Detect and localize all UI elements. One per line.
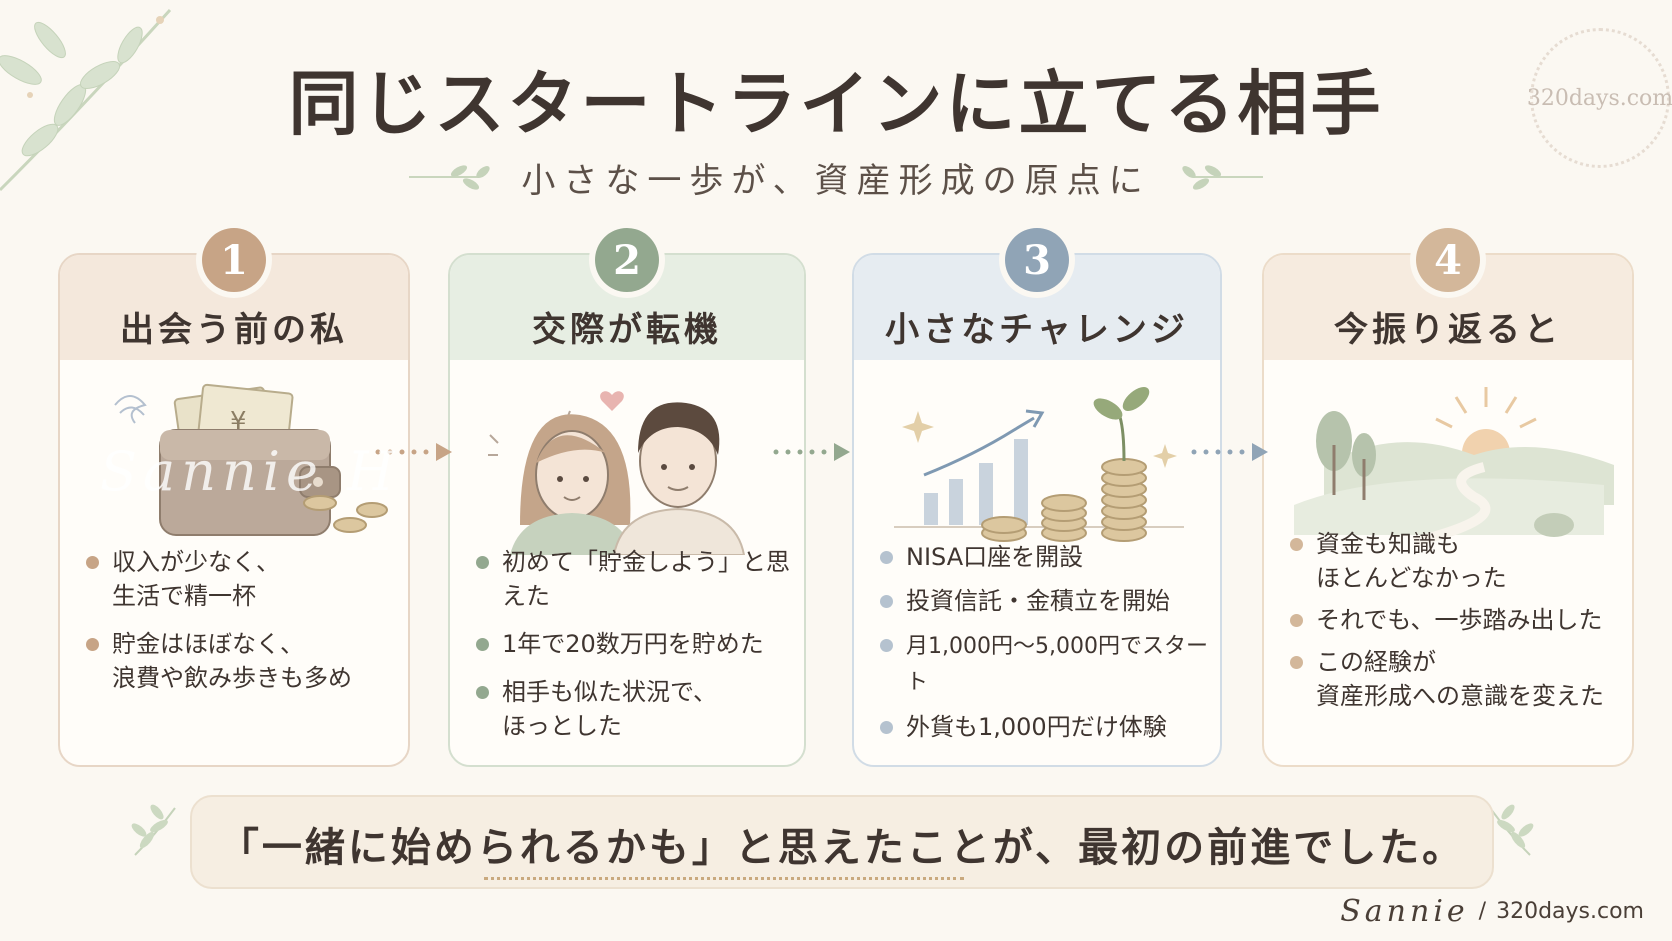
list-item-text: 貯金はほぼなく、 浪費や飲み歩きも多め <box>112 630 352 692</box>
sunrise-path-icon <box>1294 387 1614 547</box>
list-item-text: 月1,000円〜5,000円でスタート <box>906 634 1208 695</box>
bullet-dot <box>1290 656 1303 669</box>
step-card-1: 1 出会う前の私 ¥ 収入が少なく、 生活で精一杯 貯金はほぼなく、 浪費や飲み… <box>58 228 410 767</box>
list-item-text: この経験が 資産形成への意識を変えた <box>1316 648 1604 710</box>
list-item: 貯金はほぼなく、 浪費や飲み歩きも多め <box>86 627 398 695</box>
step-number-badge: 2 <box>595 228 659 292</box>
list-item: この経験が 資産形成への意識を変えた <box>1290 645 1622 713</box>
bullet-dot <box>476 638 489 651</box>
leaf-branch-icon <box>0 8 172 192</box>
bullet-dot <box>476 686 489 699</box>
step-title: 今振り返ると <box>1334 310 1562 350</box>
step-bullet-list: 初めて「貯金しよう」と思えた 1年で20数万円を貯めた 相手も似た状況で、 ほっ… <box>476 545 794 757</box>
list-item: 投資信託・金積立を開始 <box>880 584 1210 618</box>
step-card-header: 2 交際が転機 <box>450 228 804 360</box>
bullet-dot <box>880 551 893 564</box>
step-card-3: 3 小さなチャレンジ NISA口座を開設 投資信託・金積立を開始 月1,000円… <box>852 228 1222 767</box>
signature-name: Sannie <box>1340 894 1469 929</box>
list-item-text: 1年で20数万円を貯めた <box>502 630 764 658</box>
list-item: それでも、一歩踏み出した <box>1290 603 1622 637</box>
list-item-text: それでも、一歩踏み出した <box>1316 606 1603 634</box>
bullet-dot <box>880 639 893 652</box>
step-bullet-list: 収入が少なく、 生活で精一杯 貯金はほぼなく、 浪費や飲み歩きも多め <box>86 545 398 709</box>
bullet-dot <box>880 721 893 734</box>
list-item-text: 初めて「貯金しよう」と思えた <box>502 548 790 610</box>
list-item: 相手も似た状況で、 ほっとした <box>476 675 794 743</box>
couple-heart-icon <box>488 391 746 555</box>
step-card-4: 4 今振り返ると 資金も知識も ほとんどなかった それでも、一歩踏み出した この… <box>1262 228 1634 767</box>
bullet-dot <box>1290 614 1303 627</box>
step-card-header: 4 今振り返ると <box>1264 228 1632 360</box>
step-number-badge: 1 <box>202 228 266 292</box>
step-title: 小さなチャレンジ <box>885 310 1189 350</box>
step-card-header: 3 小さなチャレンジ <box>854 228 1220 360</box>
list-item-text: 外貨も1,000円だけ体験 <box>906 713 1167 741</box>
step-number-badge: 3 <box>1005 228 1069 292</box>
step-title: 出会う前の私 <box>120 310 348 350</box>
step-bullet-list: NISA口座を開設 投資信託・金積立を開始 月1,000円〜5,000円でスター… <box>880 540 1210 754</box>
list-item: 外貨も1,000円だけ体験 <box>880 710 1210 744</box>
growth-chart-coins-icon <box>894 387 1184 542</box>
list-item: 初めて「貯金しよう」と思えた <box>476 545 794 613</box>
list-item-text: 資金も知識も ほとんどなかった <box>1316 530 1507 592</box>
closing-quote: 「一緒に始められるかも」と思えたことが、最初の前進でした。 <box>218 825 1466 871</box>
list-item-text: 相手も似た状況で、 ほっとした <box>502 678 718 740</box>
logo-text: 320days.com <box>1526 85 1672 111</box>
list-item: 月1,000円〜5,000円でスタート <box>880 628 1210 700</box>
page-title: 同じスタートラインに立てる相手 <box>288 62 1384 145</box>
bullet-dot <box>880 595 893 608</box>
dotted-arrow-icon <box>773 443 850 461</box>
closing-quote-box: 「一緒に始められるかも」と思えたことが、最初の前進でした。 <box>190 795 1494 889</box>
list-item-text: 収入が少なく、 生活で精一杯 <box>112 548 280 610</box>
dotted-arrow-icon <box>1191 443 1268 461</box>
signature-separator: / <box>1478 899 1487 924</box>
bullet-dot <box>1290 538 1303 551</box>
bullet-dot <box>476 556 489 569</box>
subtitle-row: 小さな一歩が、資産形成の原点に <box>0 152 1672 202</box>
logo-badge: 320days.com <box>1526 28 1672 168</box>
signature-watermark: Sannie H <box>100 440 401 503</box>
leaf-divider-left-icon <box>409 165 490 190</box>
dotted-arrow-icon <box>375 443 452 461</box>
step-number-badge: 4 <box>1416 228 1480 292</box>
list-item: 資金も知識も ほとんどなかった <box>1290 527 1622 595</box>
step-title: 交際が転機 <box>532 310 722 350</box>
signature: Sannie / 320days.com <box>1340 894 1644 929</box>
bullet-dot <box>86 638 99 651</box>
step-card-2: 2 交際が転機 初めて「貯金しよう」と思えた 1年で20数万円を貯めた 相手も似… <box>448 228 806 767</box>
list-item-text: NISA口座を開設 <box>906 543 1084 571</box>
page-subtitle: 小さな一歩が、資産形成の原点に <box>521 160 1151 201</box>
step-bullet-list: 資金も知識も ほとんどなかった それでも、一歩踏み出した この経験が 資産形成へ… <box>1290 527 1622 721</box>
list-item: 1年で20数万円を貯めた <box>476 627 794 661</box>
quote-underline <box>484 877 964 880</box>
wallet-with-yen-icon: ¥ <box>114 383 388 536</box>
leaf-sprig-left-icon <box>131 804 176 856</box>
step-card-header: 1 出会う前の私 <box>60 228 408 360</box>
list-item: 収入が少なく、 生活で精一杯 <box>86 545 398 613</box>
signature-site: 320days.com <box>1496 899 1644 924</box>
leaf-divider-right-icon <box>1182 165 1263 190</box>
list-item: NISA口座を開設 <box>880 540 1210 574</box>
bullet-dot <box>86 556 99 569</box>
list-item-text: 投資信託・金積立を開始 <box>906 587 1170 615</box>
